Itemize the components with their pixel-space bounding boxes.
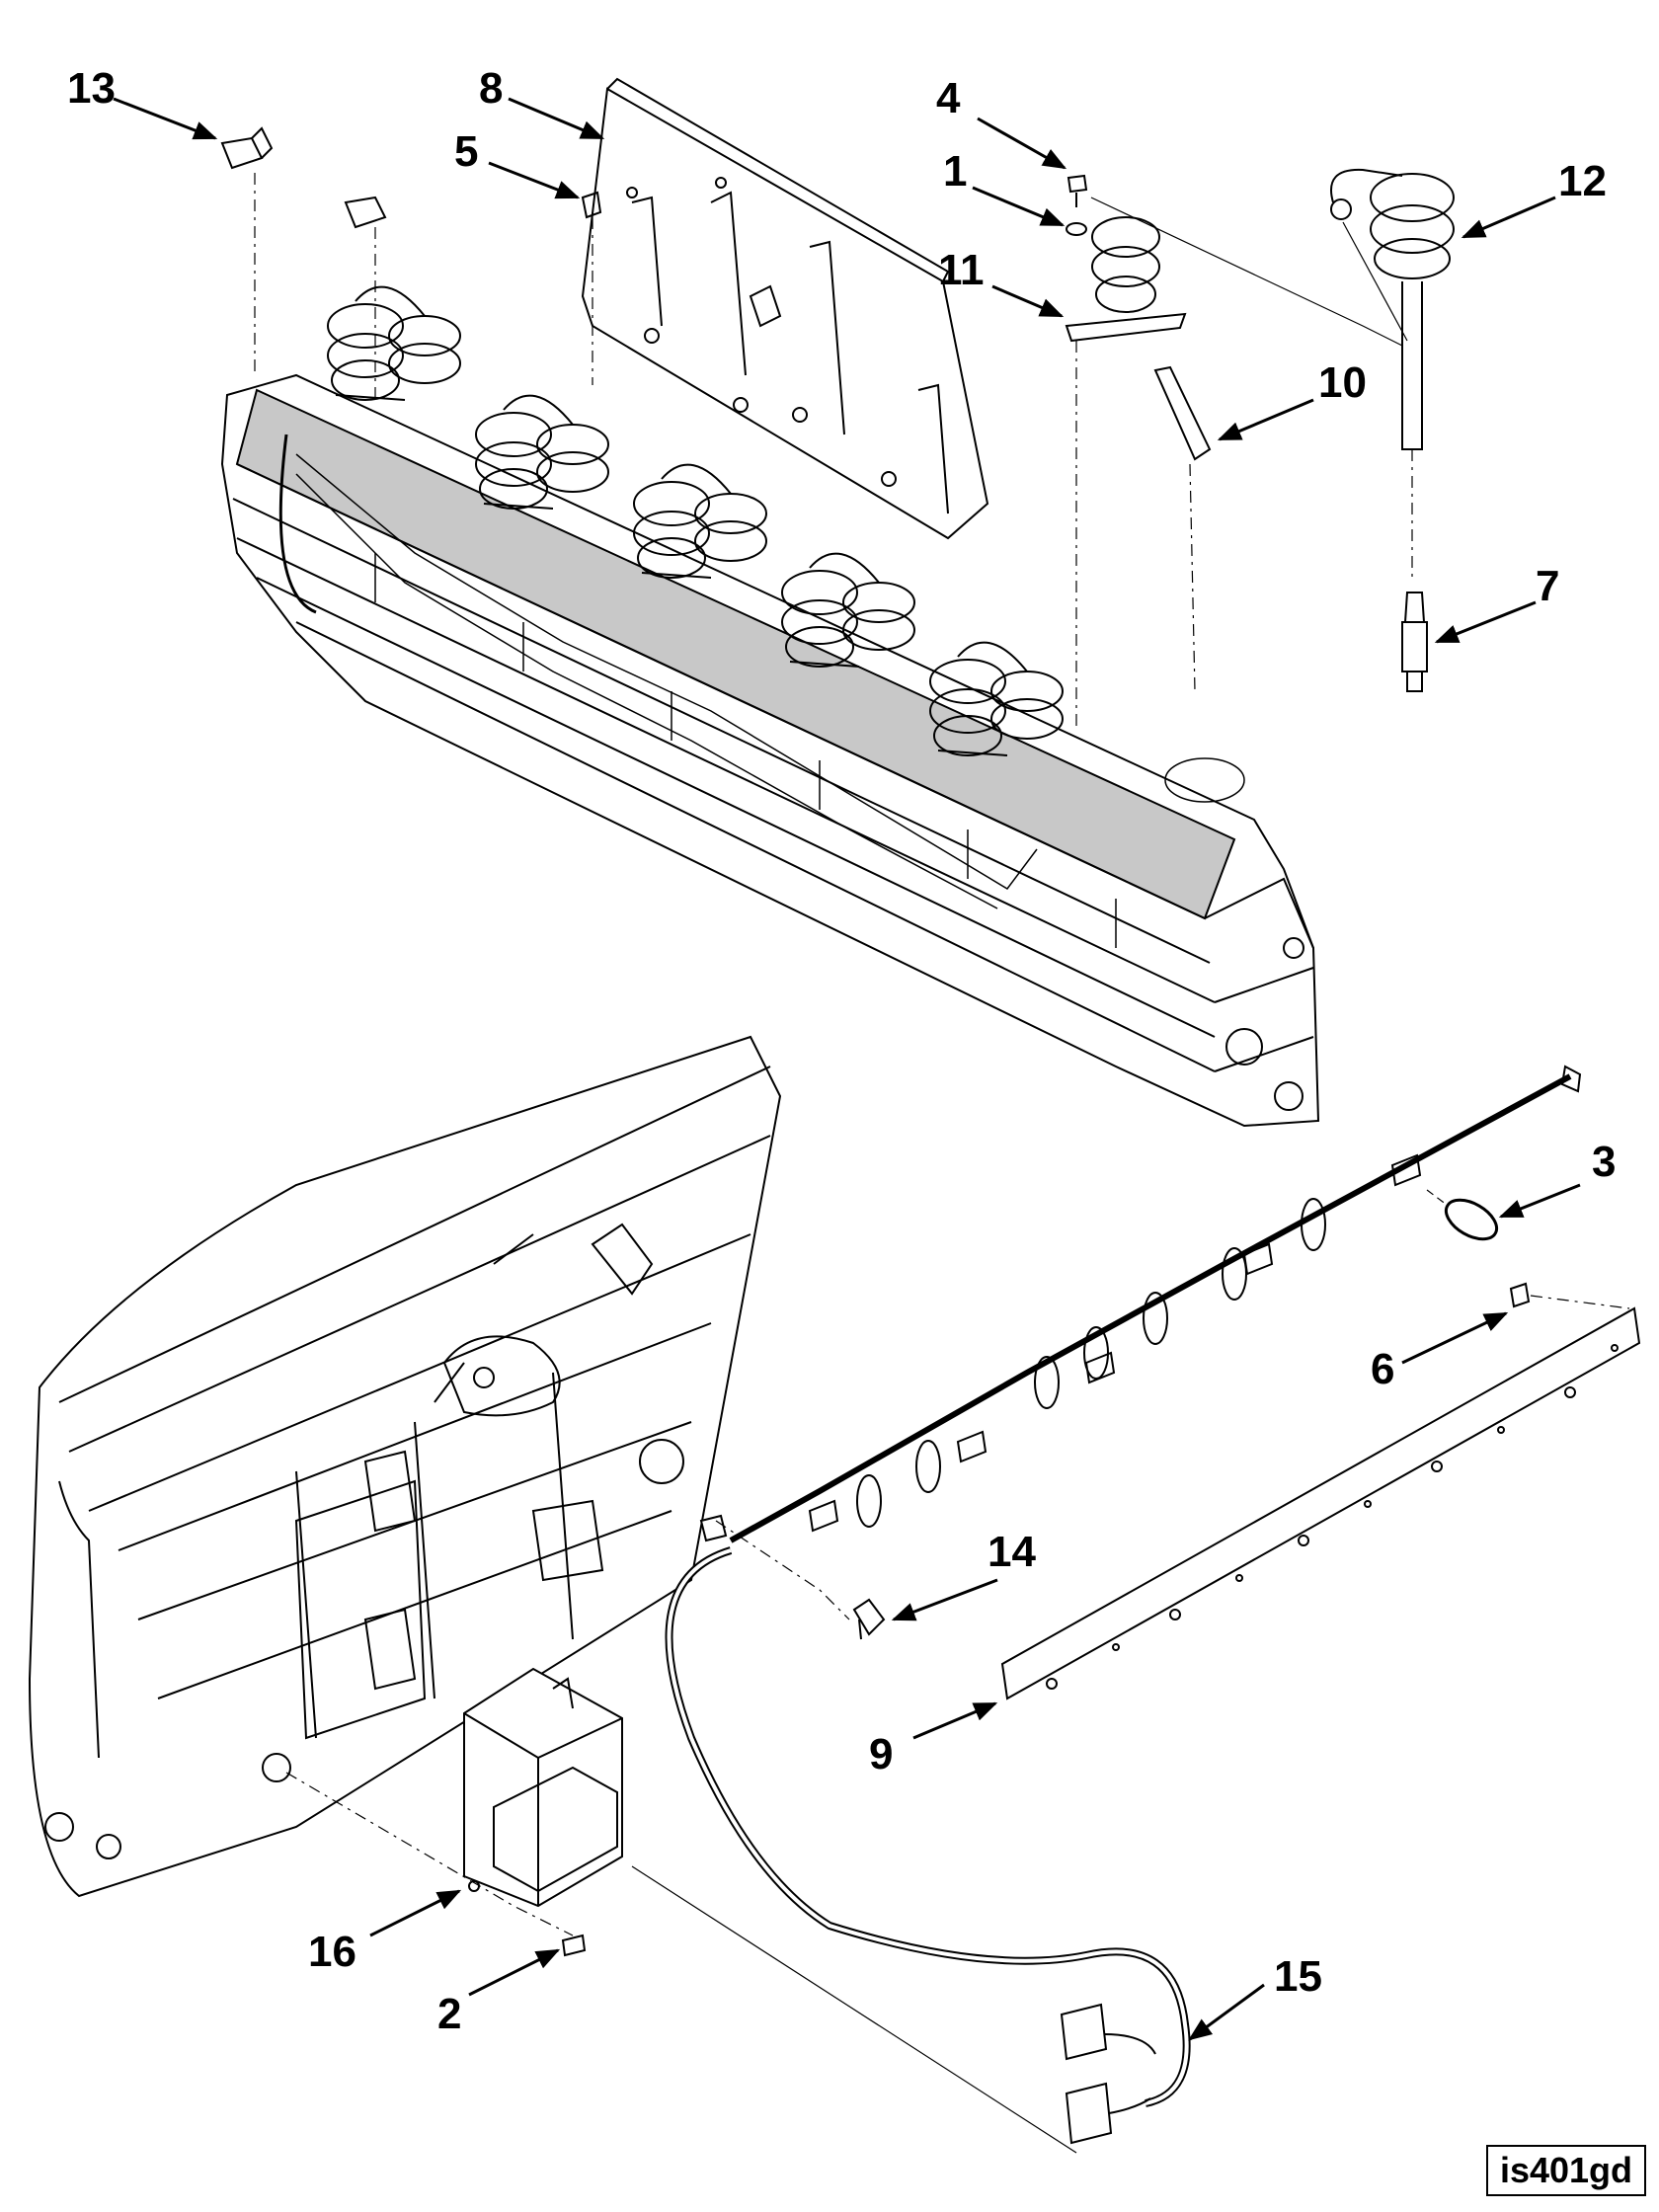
part-1-washer [1066,222,1087,236]
part-5-bolt [581,191,602,385]
callout-16: 16 [308,1928,356,1976]
callout-7: 7 [1536,562,1560,610]
callout-4: 4 [936,74,961,122]
part-8-shield-bracket [581,77,989,540]
part-15-wiring-harness [665,1065,1582,2145]
callout-14: 14 [988,1528,1036,1576]
part-14-clip [852,1598,886,1640]
callout-11: 11 [938,246,985,294]
part-9-harness-rail [1000,1306,1641,1700]
ignition-coils-installed [278,285,1064,909]
part-10-bracket [1153,365,1212,692]
callout-12: 12 [1558,157,1607,205]
part-4-screw [1066,174,1088,207]
part-11-coil [1065,197,1403,731]
engine-block [28,1035,782,1898]
callout-8: 8 [479,64,504,113]
leader-arrows [113,97,1581,2041]
part-6-bolt [1509,1282,1630,1309]
callout-2: 2 [437,1990,462,2038]
callout-6: 6 [1371,1345,1395,1393]
part-13-clip [220,126,387,405]
callout-1: 1 [943,147,968,196]
part-7-spark-plug [1401,592,1428,692]
cylinder-head-assembly [220,373,1320,1128]
part-2-screw [561,1934,587,1957]
figure-id-label: is401gd [1486,2145,1646,2196]
part-3-clamp [1426,1189,1499,1241]
part-12-coil-on-plug [1330,168,1455,583]
callout-3: 3 [1592,1138,1617,1186]
callout-15: 15 [1274,1952,1322,2001]
callout-5: 5 [454,127,479,176]
callout-13: 13 [67,64,116,113]
part-16-control-module [285,1667,1077,2154]
callout-10: 10 [1318,358,1367,407]
callout-9: 9 [869,1730,894,1778]
